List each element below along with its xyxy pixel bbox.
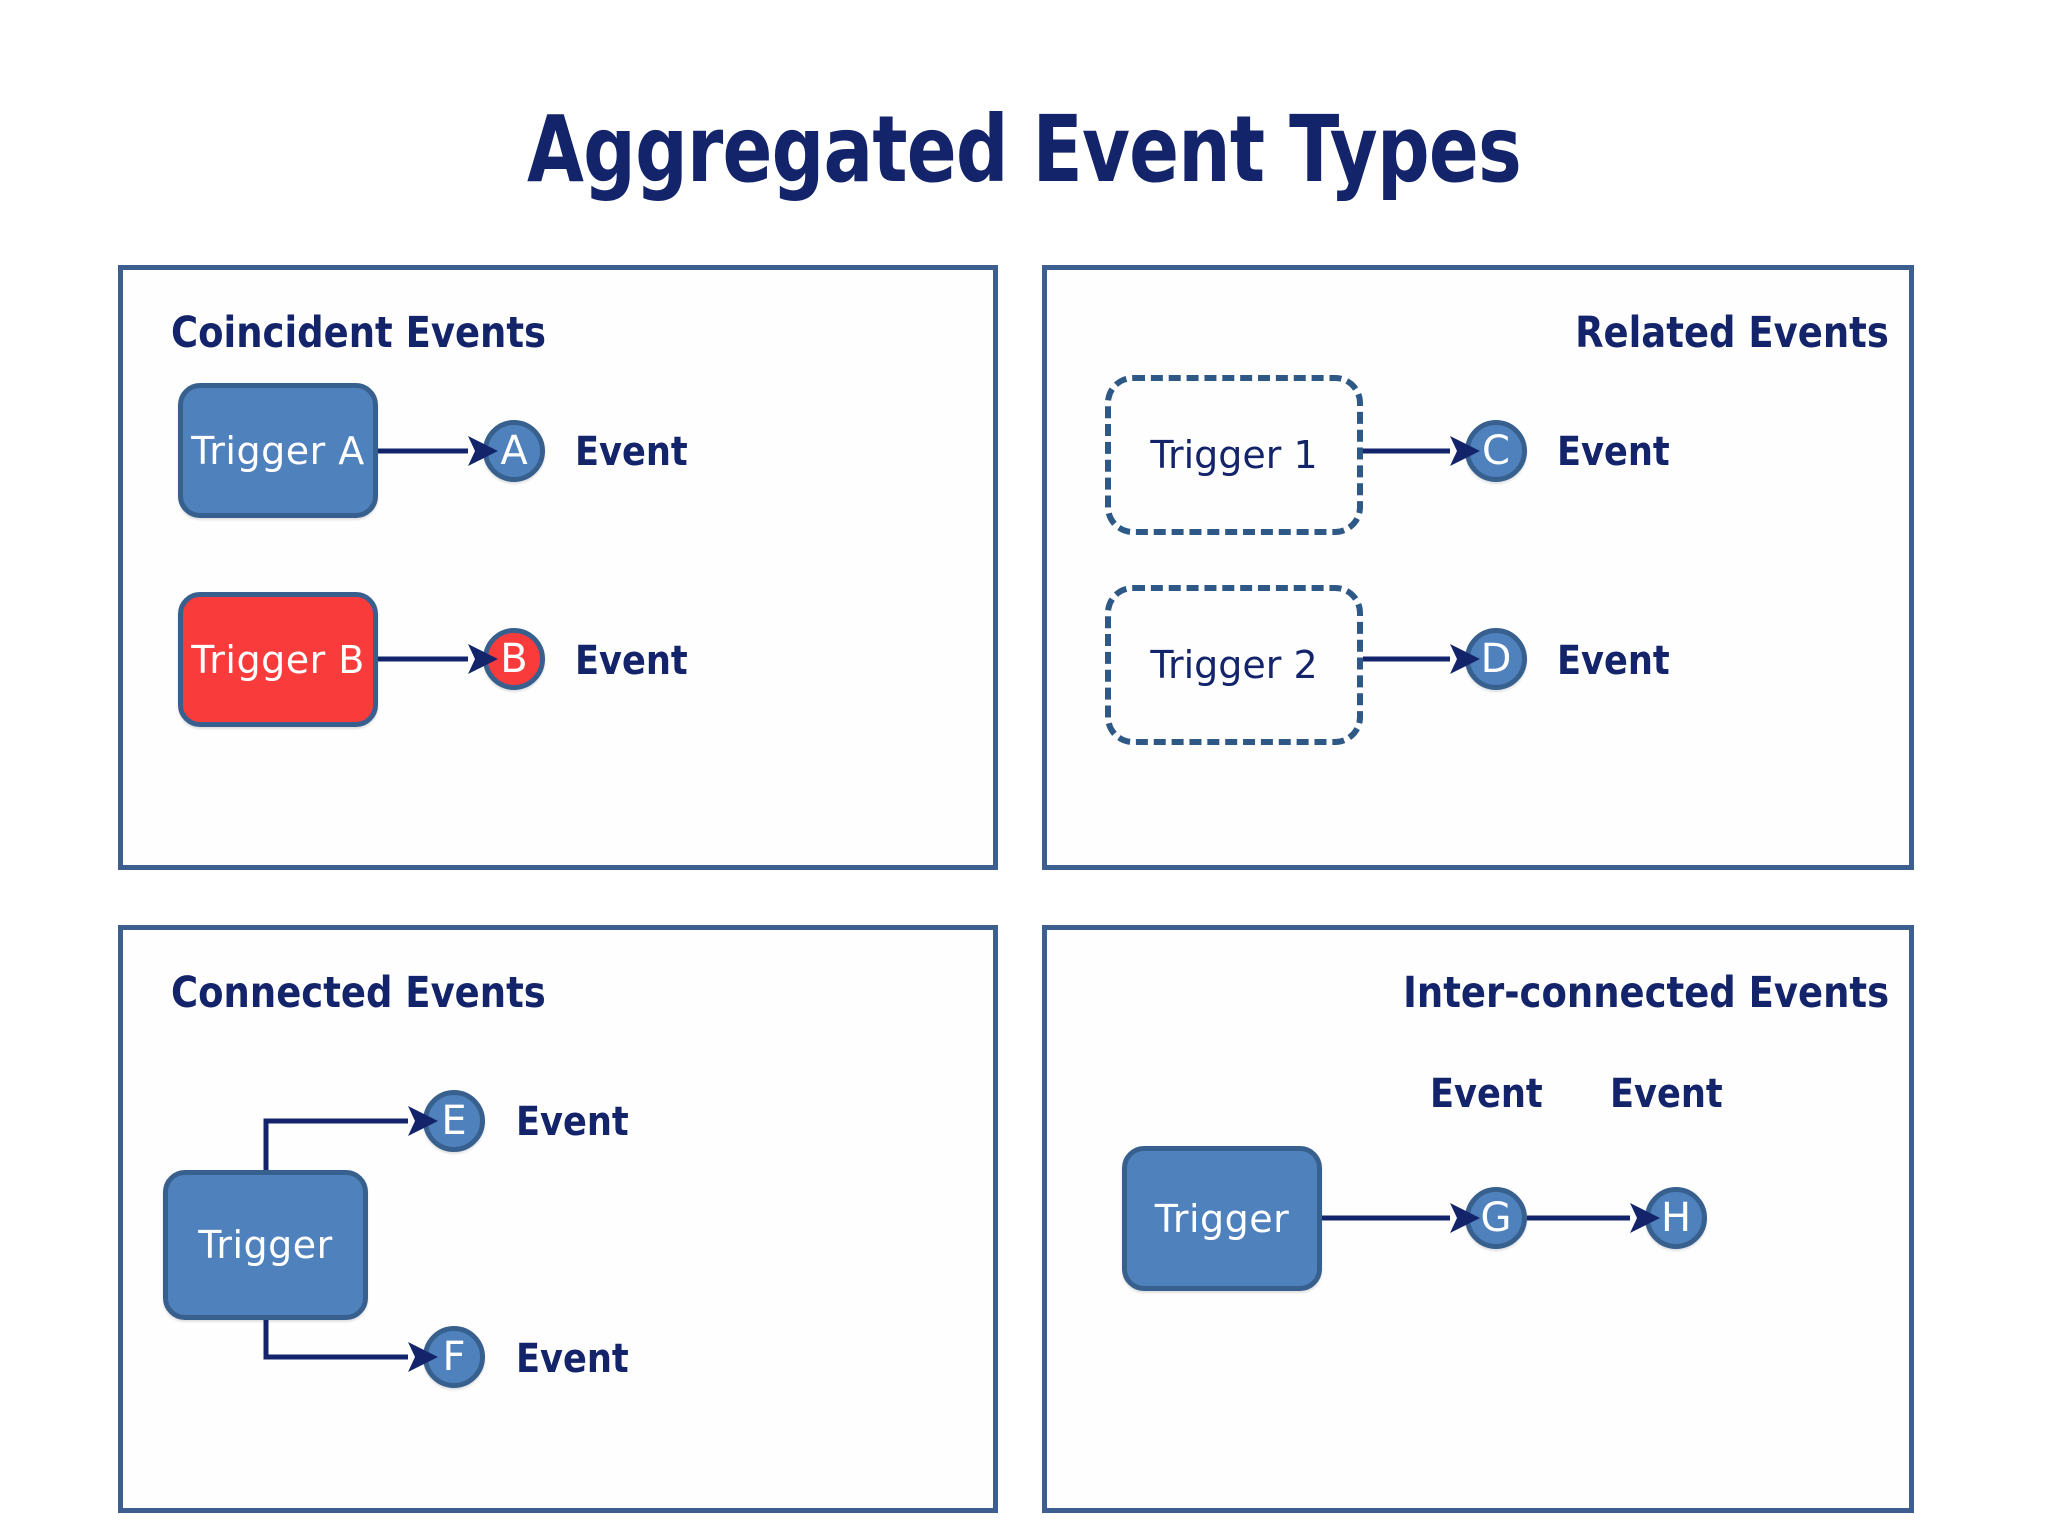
- arrow-trigger-b-to-event-b: [378, 644, 498, 674]
- event-circle-f[interactable]: F: [423, 1326, 485, 1388]
- connector-group-coincident: [378, 436, 498, 674]
- event-circle-a[interactable]: A: [483, 420, 545, 482]
- arrow-trigger-to-event-g: [1322, 1203, 1480, 1233]
- event-label-g: Event: [1430, 1071, 1543, 1117]
- arrow-trigger-1-to-event-c: [1363, 436, 1480, 466]
- event-circle-h[interactable]: H: [1645, 1187, 1707, 1249]
- event-circle-b[interactable]: B: [483, 628, 545, 690]
- trigger-box-1[interactable]: Trigger 1: [1105, 375, 1363, 535]
- arrow-trigger-a-to-event-a: [378, 436, 498, 466]
- event-label-b: Event: [575, 638, 688, 684]
- event-label-h: Event: [1610, 1071, 1723, 1117]
- trigger-box-connected[interactable]: Trigger: [163, 1170, 368, 1320]
- page-title: Aggregated Event Types: [527, 96, 1522, 203]
- panel-coincident-events: Coincident Events Trigger A A Event Trig…: [118, 265, 998, 870]
- panel-interconnected-events: Inter-connected Events Trigger G Event H…: [1042, 925, 1914, 1513]
- event-label-a: Event: [575, 429, 688, 475]
- connector-group-related: [1363, 436, 1480, 674]
- panel-title-interconnected: Inter-connected Events: [1403, 968, 1889, 1018]
- panel-connected-events: Connected Events Trigger E Event F Event: [118, 925, 998, 1513]
- event-label-d: Event: [1557, 638, 1670, 684]
- arrow-event-g-to-event-h: [1527, 1203, 1660, 1233]
- panel-title-connected: Connected Events: [171, 968, 546, 1018]
- panel-related-events: Related Events Trigger 1 C Event Trigger…: [1042, 265, 1914, 870]
- trigger-box-interconnected[interactable]: Trigger: [1122, 1146, 1322, 1291]
- trigger-box-b[interactable]: Trigger B: [178, 592, 378, 727]
- event-label-e: Event: [516, 1099, 629, 1145]
- arrow-trigger-2-to-event-d: [1363, 644, 1480, 674]
- event-circle-c[interactable]: C: [1465, 420, 1527, 482]
- event-circle-d[interactable]: D: [1465, 628, 1527, 690]
- panel-title-coincident: Coincident Events: [171, 308, 547, 358]
- event-circle-e[interactable]: E: [423, 1090, 485, 1152]
- elbow-trigger-to-event-e: [263, 1106, 438, 1170]
- event-label-f: Event: [516, 1336, 629, 1382]
- event-label-c: Event: [1557, 429, 1670, 475]
- trigger-box-a[interactable]: Trigger A: [178, 383, 378, 518]
- event-circle-g[interactable]: G: [1465, 1187, 1527, 1249]
- trigger-box-2[interactable]: Trigger 2: [1105, 585, 1363, 745]
- panel-title-related: Related Events: [1575, 308, 1889, 358]
- elbow-trigger-to-event-f: [263, 1320, 438, 1372]
